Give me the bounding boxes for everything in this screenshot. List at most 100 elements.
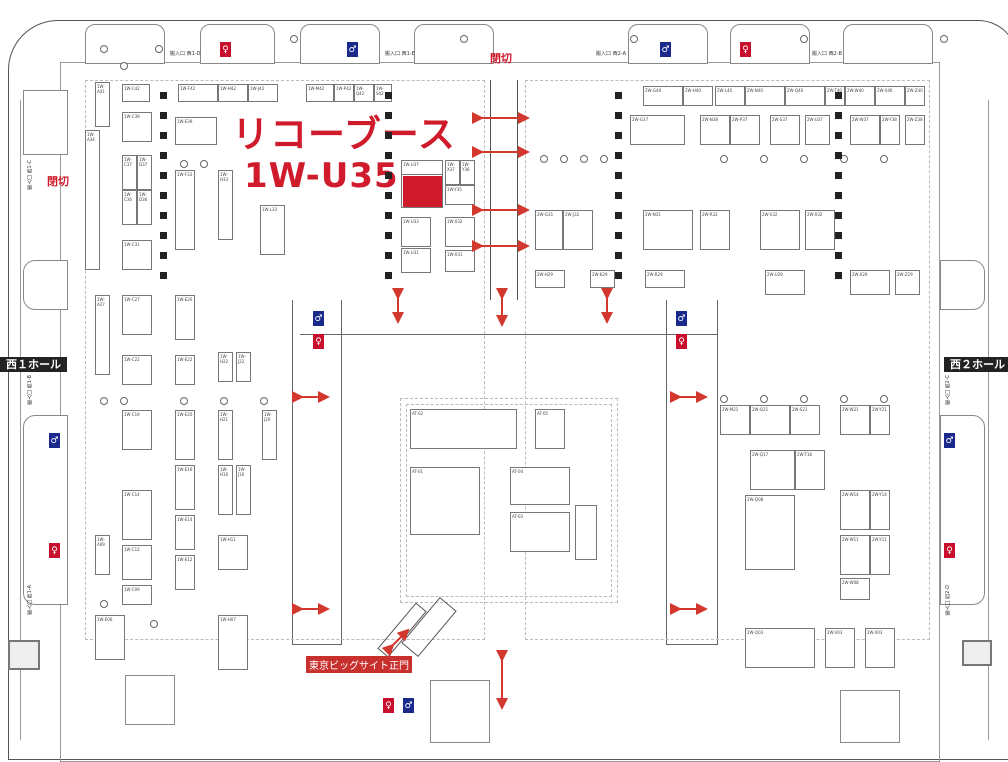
booth[interactable]: 2W-Z38	[905, 115, 925, 145]
booth[interactable]: 1W-E20	[175, 410, 195, 460]
booth[interactable]: 1W-H21	[218, 410, 233, 460]
highlighted-booth[interactable]	[403, 176, 442, 207]
booth[interactable]: 2W-G40	[643, 86, 683, 106]
booth[interactable]: 1W-C12	[122, 545, 152, 580]
booth[interactable]: 1W-Q42	[354, 84, 374, 102]
booth[interactable]: 2W-G31	[535, 210, 563, 250]
booth[interactable]: 2W-W08	[840, 578, 870, 600]
booth[interactable]: 2W-W40	[845, 86, 875, 106]
booth[interactable]: AT-05	[535, 409, 565, 449]
booth[interactable]: 2W-X29	[850, 270, 890, 295]
booth[interactable]: 1W-X32	[445, 217, 475, 247]
booth[interactable]: 1W-F33	[175, 170, 195, 250]
booth[interactable]: 2W-T18	[795, 450, 825, 490]
booth[interactable]: 1W-C19	[122, 410, 152, 450]
booth[interactable]: 2W-P37	[730, 115, 760, 145]
booth[interactable]: 2W-H40	[683, 86, 713, 106]
booth[interactable]: 2W-W37	[850, 115, 880, 145]
booth[interactable]: 1W-X31	[445, 250, 475, 272]
booth[interactable]: 1W-C14	[122, 490, 152, 540]
booth[interactable]: AT-01	[410, 467, 480, 535]
booth[interactable]: 2W-S21	[790, 405, 820, 435]
booth[interactable]: 2W-Z40	[905, 86, 925, 106]
booth[interactable]: 2W-X03	[865, 628, 895, 668]
booth[interactable]: 1W-E26	[175, 295, 195, 340]
booth[interactable]: 2W-H29	[535, 270, 565, 288]
booth[interactable]: 2W-J32	[563, 210, 593, 250]
booth[interactable]: 1W-C36	[122, 190, 137, 225]
booth[interactable]: 2W-U29	[765, 270, 805, 295]
booth[interactable]: 1W-C22	[122, 355, 152, 385]
booth[interactable]: 2W-N31	[643, 210, 693, 250]
booth[interactable]: 1W-J20	[262, 410, 277, 460]
booth[interactable]: 2W-Q21	[750, 405, 790, 435]
booth[interactable]: 1W-J16	[236, 465, 251, 515]
booth[interactable]: 1W-C42	[122, 84, 150, 102]
booth[interactable]: 1W-D36	[137, 190, 152, 225]
booth[interactable]: 2W-G37	[630, 115, 685, 145]
booth[interactable]: 2W-Q03	[745, 628, 815, 668]
booth[interactable]: 1W-F42	[178, 84, 218, 102]
booth[interactable]: 1W-C37	[122, 155, 137, 190]
booth[interactable]: AT-03	[510, 512, 570, 552]
booth[interactable]: 1W-C27	[122, 295, 152, 335]
booth[interactable]: 1W-U37	[401, 160, 443, 175]
booth[interactable]: 1W-U31	[401, 248, 431, 273]
booth[interactable]: 1W-E14	[175, 515, 195, 550]
booth[interactable]: 1W-X37	[445, 160, 460, 185]
booth[interactable]: 2W-W14	[840, 490, 870, 530]
booth[interactable]: 1W-Y36	[460, 160, 475, 185]
booth[interactable]: 1W-E06	[95, 615, 125, 660]
booth[interactable]: 2W-N40	[745, 86, 785, 106]
booth[interactable]: 2W-V03	[825, 628, 855, 668]
booth[interactable]: 1W-E22	[175, 355, 195, 385]
booth[interactable]: 1W-E39	[175, 117, 217, 145]
booth[interactable]: 1W-H22	[218, 352, 233, 382]
booth[interactable]: 1W-H16	[218, 465, 233, 515]
booth[interactable]: 2W-L40	[715, 86, 745, 106]
booth[interactable]: 1W-C09	[122, 585, 152, 605]
booth[interactable]: 2W-R29	[645, 270, 685, 288]
booth[interactable]: 1W-A09	[95, 535, 110, 575]
booth[interactable]: 2W-K29	[590, 270, 615, 288]
booth[interactable]: 2W-Y38	[880, 115, 900, 145]
booth[interactable]: 2W-W21	[840, 405, 870, 435]
booth[interactable]: 1W-A34	[85, 130, 100, 270]
booth[interactable]: 1W-L33	[260, 205, 285, 255]
booth[interactable]: 2W-U37	[805, 115, 830, 145]
booth[interactable]: 2W-N38	[700, 115, 730, 145]
booth[interactable]: 1W-D37	[137, 155, 152, 190]
booth[interactable]: 1W-E16	[175, 465, 195, 510]
booth[interactable]: 2W-M21	[720, 405, 750, 435]
booth[interactable]: 2W-W11	[840, 535, 870, 575]
booth[interactable]: 1W-E12	[175, 555, 195, 590]
booth[interactable]: 1W-M42	[306, 84, 334, 102]
booth[interactable]: 2W-X40	[875, 86, 905, 106]
booth[interactable]: 2W-S37	[770, 115, 800, 145]
booth[interactable]: 2W-Y14	[870, 490, 890, 530]
booth[interactable]: 1W-P42	[334, 84, 354, 102]
booth[interactable]: 2W-Z29	[895, 270, 920, 295]
booth[interactable]: 2W-R32	[700, 210, 730, 250]
booth[interactable]: 2W-Y21	[870, 405, 890, 435]
booth[interactable]: 1W-H42	[218, 84, 248, 102]
booth[interactable]: AT-04	[510, 467, 570, 505]
booth[interactable]: 1W-A41	[95, 82, 110, 127]
booth[interactable]: 1W-Y35	[445, 185, 475, 205]
booth[interactable]: 1W-H33	[218, 170, 233, 240]
booth[interactable]: 2W-X32	[805, 210, 835, 250]
booth[interactable]: 2W-V32	[760, 210, 800, 250]
booth[interactable]: 1W-H07	[218, 615, 248, 670]
booth[interactable]: 1W-J42	[248, 84, 278, 102]
booth[interactable]: 1W-U33	[401, 217, 431, 247]
booth[interactable]: 1W-J22	[236, 352, 251, 382]
booth[interactable]: AT-02	[410, 409, 517, 449]
booth[interactable]: 2W-Y11	[870, 535, 890, 575]
booth[interactable]: 1W-A27	[95, 295, 110, 375]
booth[interactable]: 2W-Q17	[750, 450, 795, 490]
booth[interactable]: 2W-Q08	[745, 495, 795, 570]
booth[interactable]: 1W-C39	[122, 112, 152, 142]
booth[interactable]: 1W-C31	[122, 240, 152, 270]
booth[interactable]: 2W-Q40	[785, 86, 825, 106]
booth[interactable]: 1W-H11	[218, 535, 248, 570]
